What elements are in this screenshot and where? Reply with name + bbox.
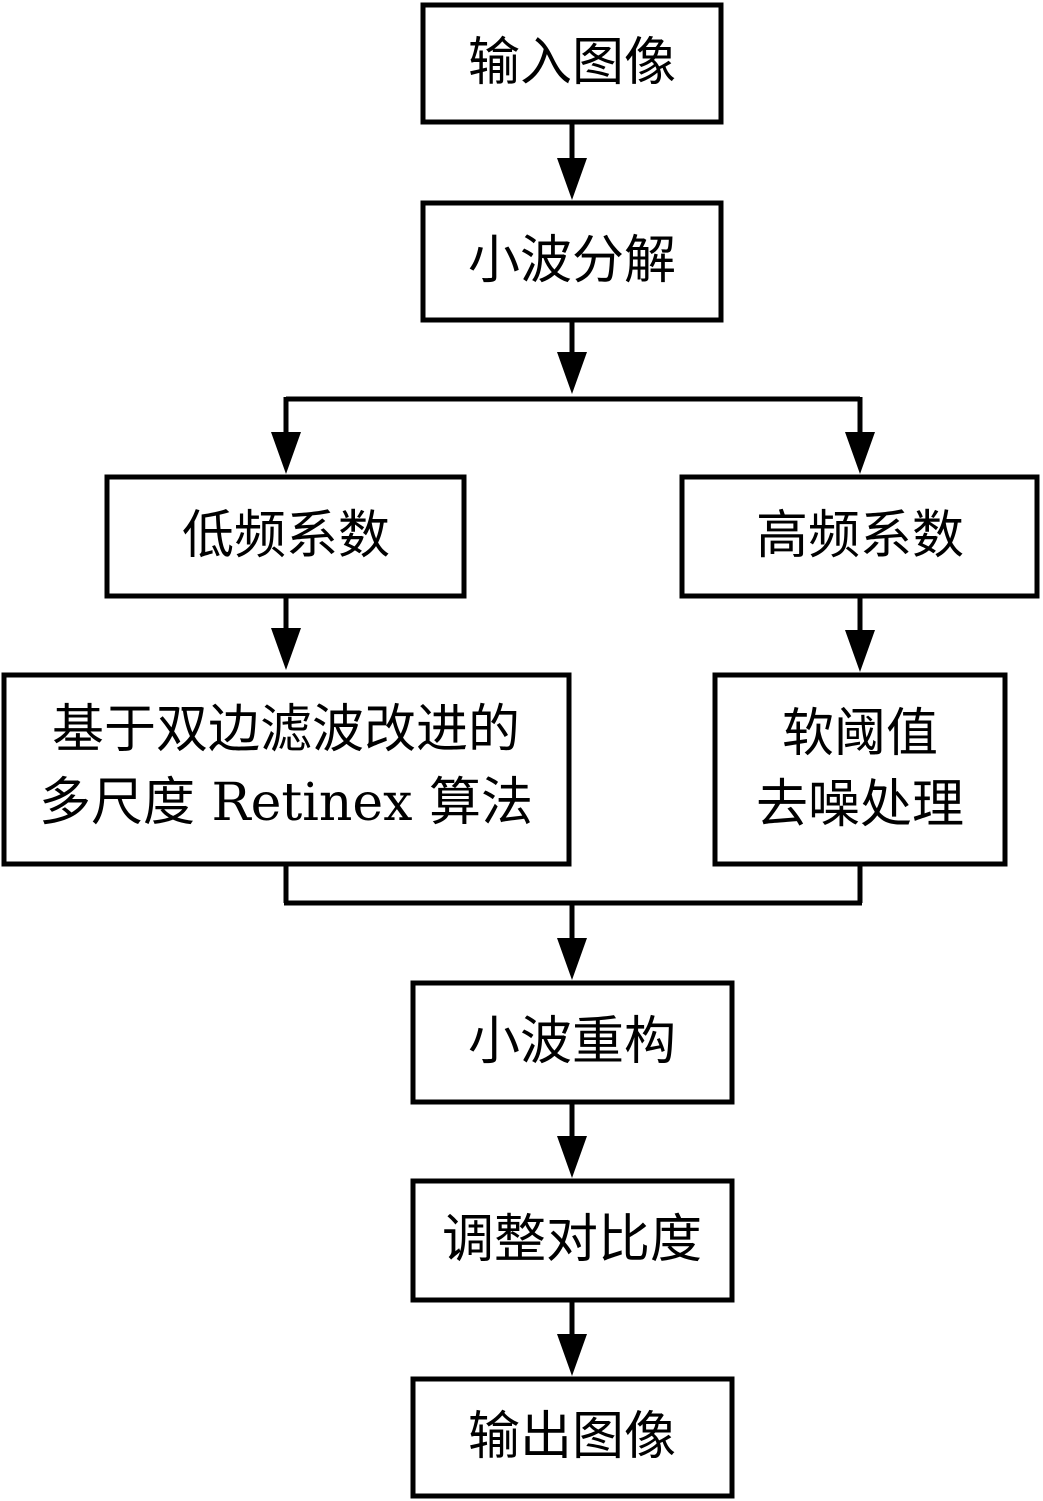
soft-threshold-label-line2: 去噪处理 xyxy=(756,775,964,835)
wavelet-decomposition-label: 小波分解 xyxy=(468,231,676,291)
wavelet-decomposition-box xyxy=(420,200,724,323)
high-freq-label: 高频系数 xyxy=(756,506,964,566)
node-output-image: 输出图像 xyxy=(410,1376,735,1499)
arrowhead-soft-threshold xyxy=(845,630,875,672)
arrowhead-contrast xyxy=(557,1136,587,1178)
retinex-label-line1: 基于双边滤波改进的 xyxy=(52,700,520,760)
adjust-contrast-box xyxy=(410,1178,735,1303)
retinex-label-line2: 多尺度 Retinex 算法 xyxy=(39,773,533,833)
node-wavelet-reconstruction: 小波重构 xyxy=(410,980,735,1105)
node-adjust-contrast: 调整对比度 xyxy=(410,1178,735,1303)
output-image-label: 输出图像 xyxy=(468,1407,676,1467)
soft-threshold-box xyxy=(712,672,1008,867)
low-freq-box xyxy=(104,474,467,599)
soft-threshold-label-line1: 软阈值 xyxy=(782,704,938,764)
node-wavelet-decomposition: 小波分解 xyxy=(420,200,724,323)
wavelet-reconstruction-box xyxy=(410,980,735,1105)
node-low-freq-coefficients: 低频系数 xyxy=(104,474,467,599)
connectors xyxy=(271,122,875,1376)
arrowhead-decomposition xyxy=(557,158,587,200)
node-input-image: 输入图像 xyxy=(420,2,724,125)
low-freq-label: 低频系数 xyxy=(182,506,390,566)
arrowhead-split xyxy=(557,352,587,394)
arrowhead-retinex xyxy=(271,628,301,670)
wavelet-reconstruction-label: 小波重构 xyxy=(468,1012,676,1072)
node-retinex: 基于双边滤波改进的 多尺度 Retinex 算法 xyxy=(1,672,572,867)
high-freq-box xyxy=(679,474,1040,599)
retinex-box xyxy=(1,672,572,867)
arrowhead-output xyxy=(557,1334,587,1376)
adjust-contrast-label: 调整对比度 xyxy=(442,1210,702,1270)
input-image-box xyxy=(420,2,724,125)
node-soft-threshold: 软阈值 去噪处理 xyxy=(712,672,1008,867)
output-image-box xyxy=(410,1376,735,1499)
input-image-label: 输入图像 xyxy=(468,33,676,93)
node-high-freq-coefficients: 高频系数 xyxy=(679,474,1040,599)
arrowhead-reconstruction xyxy=(557,938,587,980)
arrowhead-low-freq xyxy=(271,432,301,474)
arrowhead-high-freq xyxy=(845,432,875,474)
